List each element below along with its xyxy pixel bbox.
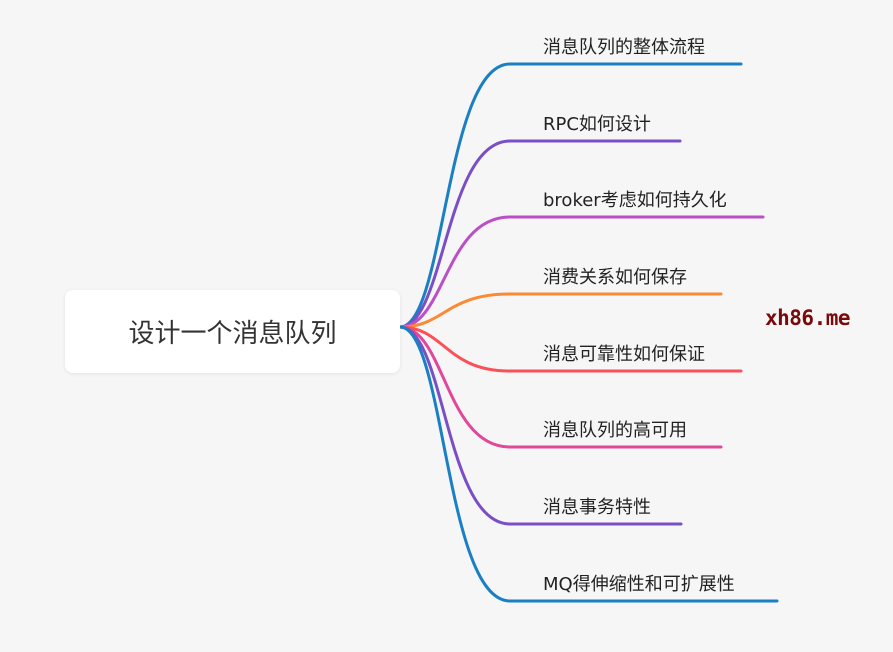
branch-node[interactable]: 消息事务特性 <box>543 497 651 518</box>
branch-node[interactable]: 消息队列的整体流程 <box>543 37 705 58</box>
branch-line <box>398 139 682 329</box>
branch-line <box>398 215 765 329</box>
branch-line <box>398 325 683 526</box>
branch-line <box>398 292 723 329</box>
branch-node[interactable]: broker考虑如何持久化 <box>543 190 727 211</box>
branch-node[interactable]: 消费关系如何保存 <box>543 267 687 288</box>
branch-line <box>398 325 723 449</box>
root-node[interactable]: 设计一个消息队列 <box>65 290 400 373</box>
branch-node[interactable]: MQ得伸缩性和可扩展性 <box>543 574 735 595</box>
branch-node[interactable]: 消息可靠性如何保证 <box>543 344 705 365</box>
branch-line <box>398 62 743 329</box>
root-label: 设计一个消息队列 <box>128 319 337 349</box>
watermark: xh86.me <box>765 306 851 330</box>
branch-node[interactable]: RPC如何设计 <box>543 114 651 135</box>
branch-line <box>398 325 779 603</box>
branch-line <box>398 325 743 373</box>
branch-node[interactable]: 消息队列的高可用 <box>543 420 687 441</box>
